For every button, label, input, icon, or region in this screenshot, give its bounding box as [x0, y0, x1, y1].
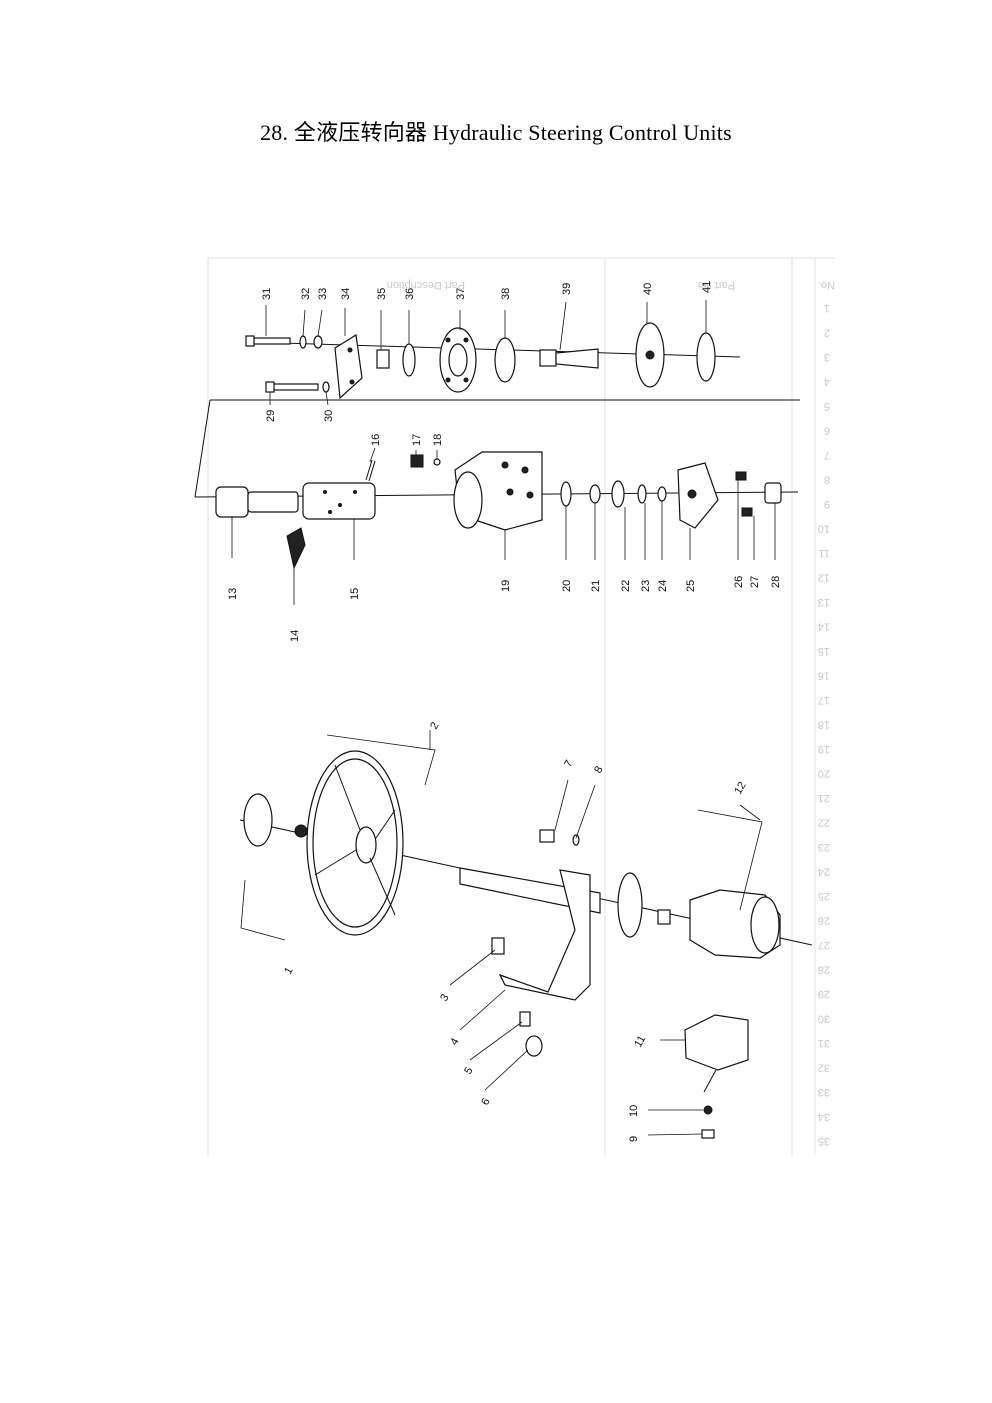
background-row-number: 10	[818, 523, 830, 535]
background-row-number: 9	[824, 498, 830, 510]
background-row-number: 1	[824, 302, 830, 314]
background-row-number: 6	[824, 425, 830, 437]
lower-assembly	[239, 750, 813, 1139]
part-label-38: 38	[500, 288, 512, 300]
part-label-39: 39	[561, 283, 573, 295]
background-row-number: 32	[818, 1062, 830, 1074]
part-label-40: 40	[642, 283, 654, 295]
part-label-15: 15	[349, 588, 361, 600]
background-row-number: 11	[819, 547, 830, 559]
background-row-number: 29	[818, 988, 830, 1000]
part-label-25: 25	[685, 580, 697, 592]
part-label-36: 36	[404, 288, 416, 300]
part-label-12: 12	[732, 780, 749, 797]
background-row-number: 13	[818, 596, 830, 608]
background-row-number: 23	[818, 841, 830, 853]
part-label-4: 4	[448, 1036, 461, 1047]
part-label-32: 32	[300, 288, 312, 300]
background-row-number: 22	[818, 817, 830, 829]
background-row-number: 17	[818, 694, 830, 706]
background-row-number: 25	[818, 890, 830, 902]
part-label-9: 9	[628, 1136, 640, 1142]
part-label-41: 41	[701, 281, 713, 293]
part-label-8: 8	[592, 764, 605, 775]
background-row-number: 34	[818, 1111, 830, 1123]
part-label-21: 21	[590, 580, 602, 592]
part-label-18: 18	[432, 434, 444, 446]
part-label-23: 23	[640, 580, 652, 592]
background-row-number: 12	[818, 572, 830, 584]
background-row-number: 30	[818, 1013, 830, 1025]
part-label-24: 24	[657, 580, 669, 592]
part-label-7: 7	[562, 758, 575, 769]
table-header-part-no: Part No.	[695, 279, 735, 291]
part-label-11: 11	[632, 1034, 648, 1050]
background-row-number: 8	[824, 474, 830, 486]
page-title: 28. 全液压转向器 Hydraulic Steering Control Un…	[260, 120, 732, 145]
part-label-1: 1	[282, 965, 295, 976]
part-label-28: 28	[770, 576, 782, 588]
part-label-33: 33	[317, 288, 329, 300]
background-row-number: 27	[818, 939, 830, 951]
background-row-number: 21	[818, 792, 830, 804]
part-label-16: 16	[370, 434, 382, 446]
background-row-number: 2	[824, 327, 830, 339]
background-row-number: 20	[818, 768, 830, 780]
background-row-number: 16	[818, 670, 830, 682]
part-label-34: 34	[340, 288, 352, 300]
background-table: Part No. Part Description No. 1234567891…	[207, 257, 835, 1155]
part-label-10: 10	[628, 1105, 640, 1117]
background-row-number: 33	[818, 1086, 830, 1098]
part-label-37: 37	[455, 288, 467, 300]
part-label-20: 20	[561, 580, 573, 592]
table-header-description: Part Description	[387, 279, 465, 291]
background-row-number: 35	[818, 1135, 830, 1147]
background-row-number: 26	[818, 915, 830, 927]
part-label-5: 5	[462, 1065, 475, 1076]
background-row-number: 28	[818, 964, 830, 976]
part-labels: 31 32 33 34 35 36 37 38 39 40 41 29 30 1…	[227, 281, 782, 1142]
part-label-31: 31	[261, 288, 273, 300]
part-label-19: 19	[500, 580, 512, 592]
upper-assembly	[194, 322, 800, 570]
part-label-35: 35	[376, 288, 388, 300]
leader-lines	[231, 300, 776, 1136]
background-row-number: 4	[824, 376, 830, 388]
background-row-number: 14	[818, 621, 830, 633]
part-label-2: 2	[428, 720, 441, 731]
table-header-no: No.	[818, 279, 835, 291]
background-row-number: 15	[818, 645, 830, 657]
part-label-29: 29	[265, 410, 277, 422]
part-label-3: 3	[438, 992, 451, 1003]
part-label-17: 17	[411, 434, 423, 446]
background-row-number: 31	[818, 1037, 830, 1049]
background-row-number: 5	[824, 400, 830, 412]
background-row-number: 18	[818, 719, 830, 731]
part-label-26: 26	[733, 576, 745, 588]
part-label-14: 14	[289, 630, 301, 642]
part-label-22: 22	[620, 580, 632, 592]
part-label-27: 27	[749, 576, 761, 588]
background-row-number: 7	[824, 449, 830, 461]
part-label-30: 30	[323, 410, 335, 422]
background-row-number: 19	[818, 743, 830, 755]
part-label-6: 6	[479, 1096, 492, 1107]
background-row-number: 24	[818, 866, 830, 878]
background-row-number: 3	[824, 351, 830, 363]
part-label-13: 13	[227, 588, 239, 600]
